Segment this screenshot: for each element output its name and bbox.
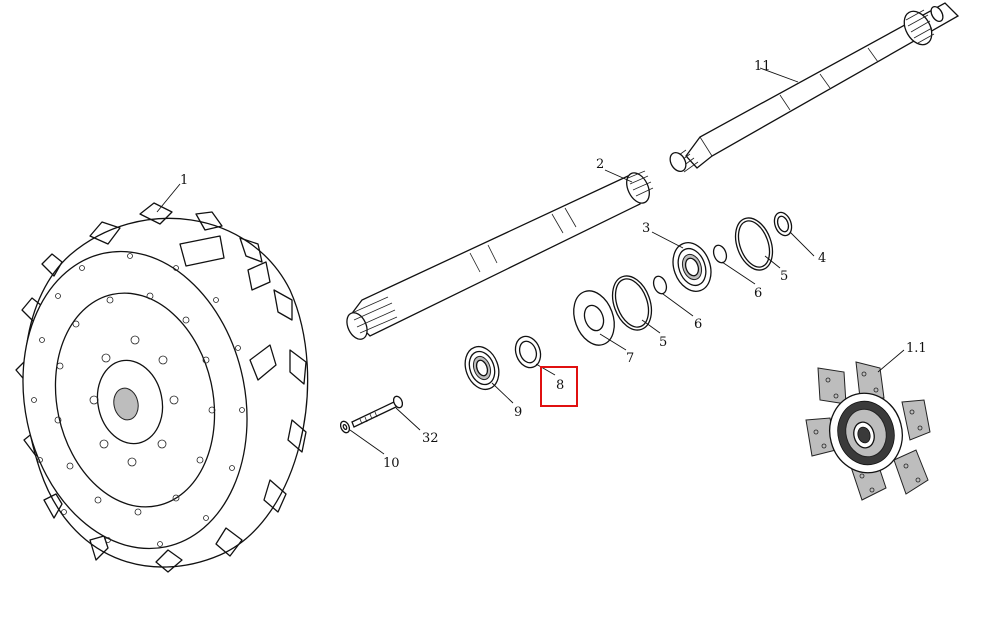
part-7-washer[interactable]: [567, 285, 622, 351]
part-5-snap-ring-lower[interactable]: [606, 271, 659, 336]
part-1-1-clutch-disc[interactable]: [805, 361, 931, 501]
callout-5-lower: 5: [659, 335, 667, 350]
callout-10: 10: [383, 456, 400, 471]
callout-1: 1: [180, 173, 188, 188]
part-11-shaft[interactable]: [667, 2, 960, 174]
part-2-shaft[interactable]: [343, 169, 654, 342]
callout-5-upper: 5: [780, 269, 788, 284]
highlight-box: [540, 366, 578, 407]
callout-3: 3: [642, 221, 650, 236]
part-6-circlip-lower[interactable]: [651, 274, 668, 295]
part-3-bearing[interactable]: [667, 237, 718, 296]
part-6-circlip-upper[interactable]: [711, 243, 728, 264]
part-1-clutch-assembly[interactable]: [0, 202, 309, 573]
callout-6-lower: 6: [694, 317, 702, 332]
callout-9: 9: [514, 405, 522, 420]
callout-11: 11: [754, 59, 771, 74]
leader-lines: [156, 67, 905, 455]
part-9-bearing[interactable]: [459, 342, 504, 394]
part-4-ring[interactable]: [771, 210, 794, 238]
callout-labels: 1 2 3 4 5 6 5 6 7 8 9 10 32 11 1.1: [180, 59, 927, 471]
callout-4: 4: [818, 251, 826, 266]
callout-32: 32: [422, 431, 439, 446]
part-8-washer[interactable]: [511, 333, 544, 371]
part-32-bolt[interactable]: [351, 395, 404, 428]
callout-1-1: 1.1: [906, 341, 927, 356]
part-10-washer[interactable]: [339, 420, 351, 434]
callout-6-upper: 6: [754, 286, 762, 301]
callout-2: 2: [596, 157, 604, 172]
part-5-snap-ring-upper[interactable]: [729, 213, 779, 275]
callout-8: 8: [556, 378, 564, 393]
callout-7: 7: [626, 351, 634, 366]
